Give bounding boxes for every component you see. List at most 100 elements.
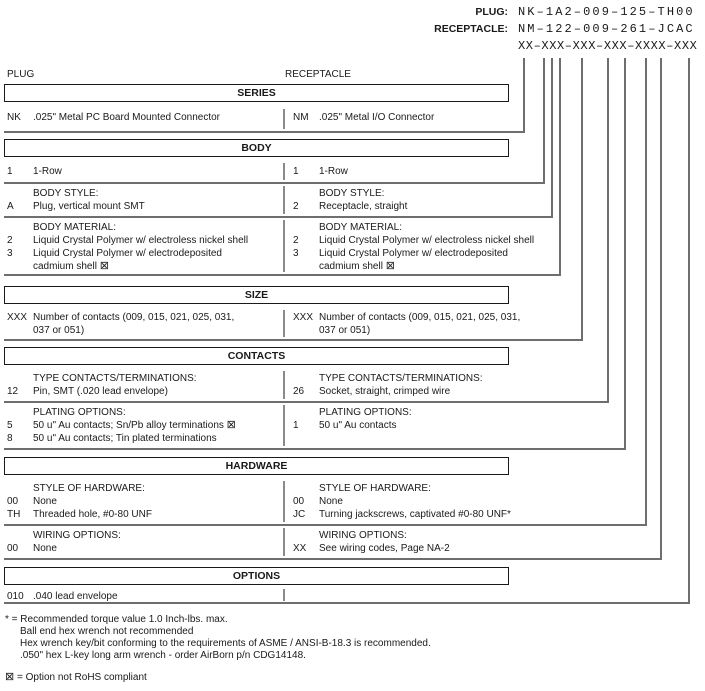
receptacle-part-number-row: RECEPTACLE: NM–122–009–261–JCAC <box>0 23 705 36</box>
not-rohs-icon: ⊠ <box>226 419 236 431</box>
body-material-label-receptacle: BODY MATERIAL: <box>319 222 402 233</box>
contacts-section-header: CONTACTS <box>4 347 509 365</box>
size-row-2: 037 or 051) 037 or 051) <box>0 324 705 337</box>
plating-code5: 5 <box>7 420 13 431</box>
not-rohs-icon: ⊠ <box>385 260 395 272</box>
options-section-header: OPTIONS <box>4 567 509 585</box>
receptacle-pn-value: NM–122–009–261–JCAC <box>518 22 695 36</box>
plug-pn-value: NK–1A2–009–125–TH00 <box>518 5 695 19</box>
plating-column-divider <box>283 405 285 446</box>
size-section-header: SIZE <box>4 286 509 304</box>
plating-row-1: 5 50 u" Au contacts; Sn/Pb alloy termina… <box>0 419 705 432</box>
plating-label-receptacle: PLATING OPTIONS: <box>319 407 412 418</box>
series-plug-code: NK <box>7 112 21 123</box>
hardware-title: HARDWARE <box>225 460 288 472</box>
body-style-label-plug: BODY STYLE: <box>33 188 99 199</box>
plug-pn-label: PLUG: <box>475 6 508 18</box>
body-style-plug-desc: Plug, vertical mount SMT <box>33 201 145 212</box>
plating-code1: 1 <box>293 420 299 431</box>
connector-line-series <box>523 58 525 133</box>
not-rohs-icon: ⊠ <box>5 671 15 683</box>
body-row: 1 1-Row 1 1-Row <box>0 165 705 178</box>
size-receptacle-code: XXX <box>293 312 314 323</box>
body-style-plug-code: A <box>7 201 14 212</box>
contact-type-receptacle-desc: Socket, straight, crimped wire <box>319 386 451 397</box>
hardware-style-label-row: STYLE OF HARDWARE: STYLE OF HARDWARE: <box>0 482 705 495</box>
series-column-divider <box>283 109 285 129</box>
connector-line-size <box>581 58 583 341</box>
options-column-divider <box>283 589 285 601</box>
size-column-divider <box>283 310 285 337</box>
wiring-receptacle-desc: See wiring codes, Page NA-2 <box>319 543 450 554</box>
hardware-section-header: HARDWARE <box>4 457 509 475</box>
body-material-row-3-cont: cadmium shell ⊠ cadmium shell ⊠ <box>0 260 705 273</box>
hardware-style-receptacle-code00: 00 <box>293 496 305 507</box>
series-section-header: SERIES <box>4 84 509 102</box>
series-receptacle-desc: .025" Metal I/O Connector <box>319 112 435 123</box>
series-title: SERIES <box>237 87 276 99</box>
part-number-mask: XX–XXX–XXX–XXX–XXXX–XXX <box>518 39 698 53</box>
plating-rule <box>4 448 626 450</box>
body-material-desc3-plug: Liquid Crystal Polymer w/ electrodeposit… <box>33 248 222 259</box>
connector-line-body-style <box>551 58 553 218</box>
part-number-mask-row: XX–XXX–XXX–XXX–XXXX–XXX <box>0 40 705 53</box>
body-section-header: BODY <box>4 139 509 157</box>
series-rule <box>4 131 525 133</box>
size-rule <box>4 339 583 341</box>
plating-desc8: 50 u" Au contacts; Tin plated terminatio… <box>33 433 217 444</box>
body-style-label-row: BODY STYLE: BODY STYLE: <box>0 187 705 200</box>
options-row: 010 .040 lead envelope <box>0 590 705 603</box>
body-row-plug-desc: 1-Row <box>33 166 62 177</box>
hardware-style-plug-code00: 00 <box>7 496 19 507</box>
hardware-style-rule <box>4 524 647 526</box>
wiring-rule <box>4 558 662 560</box>
footnote-torque: * = Recommended torque value 1.0 Inch-lb… <box>5 614 228 625</box>
wiring-label-plug: WIRING OPTIONS: <box>33 530 121 541</box>
body-row-column-divider <box>283 163 285 180</box>
footnote-rohs-text: = Option not RoHS compliant <box>17 672 147 683</box>
body-material-desc3-cont-plug: cadmium shell ⊠ <box>33 260 109 273</box>
options-title: OPTIONS <box>232 570 281 582</box>
size-row-1: XXX Number of contacts (009, 015, 021, 0… <box>0 311 705 324</box>
contact-type-rule <box>4 401 609 403</box>
body-row-receptacle-desc: 1-Row <box>319 166 348 177</box>
plug-part-number-row: PLUG: NK–1A2–009–125–TH00 <box>0 6 705 19</box>
wiring-receptacle-code: XX <box>293 543 307 554</box>
hardware-style-receptacle-desc00: None <box>319 496 343 507</box>
series-receptacle-code: NM <box>293 112 309 123</box>
body-material-code2-receptacle: 2 <box>293 235 299 246</box>
body-style-receptacle-desc: Receptacle, straight <box>319 201 408 212</box>
body-row-receptacle-code: 1 <box>293 166 299 177</box>
connector-line-wiring <box>660 58 662 560</box>
receptacle-column-header: RECEPTACLE <box>285 69 351 80</box>
size-plug-code: XXX <box>7 312 28 323</box>
contact-type-label-receptacle: TYPE CONTACTS/TERMINATIONS: <box>319 373 483 384</box>
hardware-style-label-receptacle: STYLE OF HARDWARE: <box>319 483 431 494</box>
connector-line-plating <box>624 58 626 450</box>
body-title: BODY <box>241 142 272 154</box>
connector-line-options <box>688 58 690 604</box>
wiring-plug-code: 00 <box>7 543 19 554</box>
connector-line-body-row <box>543 58 545 184</box>
contact-type-row: 12 Pin, SMT (.020 lead envelope) 26 Sock… <box>0 385 705 398</box>
contact-type-plug-desc: Pin, SMT (.020 lead envelope) <box>33 386 168 397</box>
body-material-column-divider <box>283 220 285 272</box>
body-material-code3-receptacle: 3 <box>293 248 299 259</box>
contacts-title: CONTACTS <box>227 350 286 362</box>
footnote-rohs: ⊠ = Option not RoHS compliant <box>5 671 147 684</box>
connector-line-hardware-style <box>645 58 647 526</box>
plating-desc5: 50 u" Au contacts; Sn/Pb alloy terminati… <box>33 419 236 432</box>
body-material-desc2-receptacle: Liquid Crystal Polymer w/ electroless ni… <box>319 235 535 246</box>
size-title: SIZE <box>244 289 269 301</box>
body-row-rule <box>4 182 545 184</box>
body-material-label-row: BODY MATERIAL: BODY MATERIAL: <box>0 221 705 234</box>
options-rule <box>4 602 690 604</box>
wiring-column-divider <box>283 528 285 556</box>
plating-label-plug: PLATING OPTIONS: <box>33 407 126 418</box>
receptacle-pn-label: RECEPTACLE: <box>434 23 508 35</box>
wiring-label-receptacle: WIRING OPTIONS: <box>319 530 407 541</box>
wiring-label-row: WIRING OPTIONS: WIRING OPTIONS: <box>0 529 705 542</box>
options-code: 010 <box>7 591 24 602</box>
plating-desc1: 50 u" Au contacts <box>319 420 397 431</box>
